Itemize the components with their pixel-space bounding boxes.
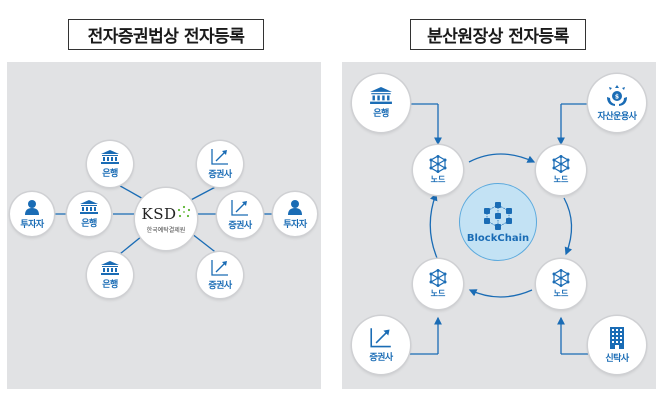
cycle-arrow-top: [468, 153, 536, 163]
bank-label: 은행: [102, 168, 118, 179]
bank-icon: [101, 260, 119, 275]
ksd-logo-icon: [177, 205, 190, 217]
person-icon: [288, 199, 302, 215]
investor-label: 투자자: [283, 219, 307, 230]
left-panel: KSD 한국예탁결제원 은행 증권사 투자자 은행 증권사 투자자 은행: [7, 62, 321, 389]
blockchain-cubes-icon: [484, 201, 512, 230]
ledger-node-bl: 노드: [413, 259, 463, 309]
node-label: 노드: [430, 175, 446, 184]
line-banktop-ksd: [114, 182, 146, 201]
asset-mgmt-node: $ 자산운용사: [588, 74, 646, 132]
bank-node-top: 은행: [87, 141, 133, 187]
ksd-subtitle: 한국예탁결제원: [146, 226, 186, 234]
ledger-node-br: 노드: [536, 259, 586, 309]
network-node-icon: [429, 155, 447, 173]
bank-label: 은행: [102, 279, 118, 290]
investor-node-left: 투자자: [10, 192, 54, 236]
ksd-center-node: KSD 한국예탁결제원: [135, 188, 197, 250]
growth-chart-icon: [231, 199, 248, 216]
ledger-node-tl: 노드: [413, 145, 463, 195]
growth-chart-icon: [370, 327, 391, 347]
securities-node-bottom: 증권사: [197, 252, 243, 298]
securities-node: 증권사: [352, 316, 410, 374]
right-panel: 은행 $ 자산운용사 노드 노드 노드 노드: [342, 62, 656, 389]
asset-mgmt-label: 자산운용사: [597, 111, 637, 122]
node-label: 노드: [553, 289, 569, 298]
securities-label: 증권사: [208, 280, 232, 291]
bank-node: 은행: [352, 74, 410, 132]
cycle-arrow-right: [563, 197, 573, 256]
investor-label: 투자자: [20, 219, 44, 230]
bank-node-left: 은행: [67, 192, 111, 236]
cycle-arrow-left: [429, 192, 438, 259]
svg-text:$: $: [615, 93, 619, 100]
growth-chart-icon: [211, 259, 228, 276]
left-title: 전자증권법상 전자등록: [68, 19, 264, 50]
securities-label: 증권사: [228, 220, 252, 231]
node-label: 노드: [430, 289, 446, 298]
securities-node-top: 증권사: [197, 141, 243, 187]
trust-label: 신탁사: [605, 353, 629, 364]
bank-icon: [370, 87, 392, 104]
growth-chart-icon: [211, 148, 228, 165]
bank-label: 은행: [373, 109, 389, 119]
bank-node-bottom: 은행: [87, 252, 133, 298]
ksd-logo-text: KSD: [141, 204, 177, 223]
building-icon: [610, 326, 624, 349]
right-title: 분산원장상 전자등록: [410, 19, 586, 50]
trust-node: 신탁사: [588, 316, 646, 374]
investor-node-right: 투자자: [273, 192, 317, 236]
node-label: 노드: [553, 175, 569, 184]
money-hands-icon: $: [607, 84, 627, 106]
securities-label: 증권사: [208, 169, 232, 180]
ledger-node-tr: 노드: [536, 145, 586, 195]
person-icon: [25, 199, 39, 215]
cycle-arrow-bottom: [468, 289, 533, 298]
network-node-icon: [552, 155, 570, 173]
securities-node-right: 증권사: [217, 192, 263, 238]
network-node-icon: [552, 269, 570, 287]
bank-label: 은행: [81, 218, 97, 229]
bank-icon: [101, 149, 119, 164]
network-node-icon: [429, 269, 447, 287]
securities-label: 증권사: [369, 352, 393, 363]
blockchain-label: BlockChain: [466, 232, 530, 244]
bank-icon: [80, 199, 98, 214]
blockchain-center: BlockChain: [459, 183, 537, 261]
